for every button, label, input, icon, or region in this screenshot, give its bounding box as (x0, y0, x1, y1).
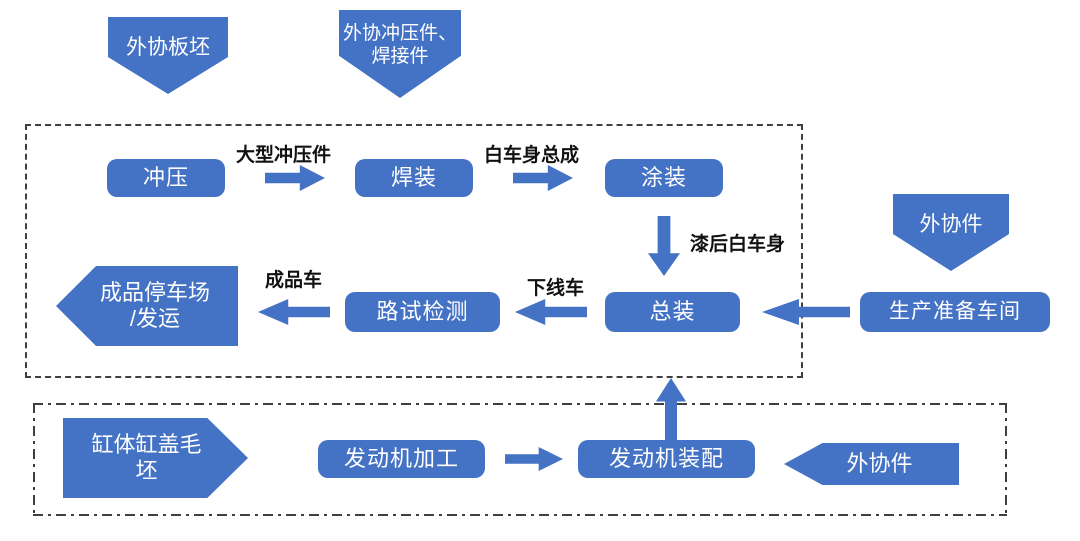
node-painting-label: 涂装 (640, 165, 687, 191)
caption-large-stampings: 大型冲压件 (236, 145, 332, 166)
node-stamping-label: 冲压 (142, 165, 189, 191)
node-road-test-label: 路试检测 (376, 299, 469, 325)
output-finished-vehicle-parking-label: 成品停车场 /发运 (99, 279, 210, 331)
caption-offline-car: 下线车 (527, 278, 585, 299)
node-painting[interactable]: 涂装 (605, 159, 723, 197)
input-outsourced-parts-bottom: 外协件 (784, 443, 959, 485)
caption-finished-car: 成品车 (265, 270, 323, 291)
node-final-assembly-label: 总装 (649, 299, 696, 325)
node-engine-assembly[interactable]: 发动机装配 (578, 440, 755, 478)
output-finished-vehicle-parking: 成品停车场 /发运 (56, 266, 238, 346)
input-outsourced-stamping-welding: 外协冲压件、 焊接件 (339, 10, 461, 98)
node-stamping[interactable]: 冲压 (107, 159, 225, 197)
vehicle-shop-container (25, 124, 803, 378)
node-road-test[interactable]: 路试检测 (345, 292, 500, 332)
input-outsourced-parts-right: 外协件 (893, 194, 1009, 271)
node-engine-machining-label: 发动机加工 (343, 446, 459, 472)
node-final-assembly[interactable]: 总装 (605, 292, 740, 332)
input-cylinder-blank: 缸体缸盖毛 坯 (63, 418, 248, 498)
input-outsourced-parts-right-label: 外协件 (919, 212, 983, 236)
node-welding-label: 焊装 (390, 165, 437, 191)
input-outsourced-parts-bottom-label: 外协件 (846, 450, 913, 476)
input-cylinder-blank-label: 缸体缸盖毛 坯 (91, 431, 202, 483)
input-outsourced-blank-label: 外协板坯 (126, 35, 210, 59)
node-welding[interactable]: 焊装 (355, 159, 473, 197)
input-outsourced-blank: 外协板坯 (108, 17, 228, 94)
node-engine-assembly-label: 发动机装配 (608, 446, 724, 472)
input-outsourced-stamping-welding-label: 外协冲压件、 焊接件 (342, 23, 457, 67)
node-production-prep[interactable]: 生产准备车间 (860, 292, 1050, 332)
caption-painted-body: 漆后白车身 (690, 234, 786, 255)
node-engine-machining[interactable]: 发动机加工 (318, 440, 485, 478)
caption-body-in-white: 白车身总成 (484, 145, 580, 166)
node-production-prep-label: 生产准备车间 (889, 299, 1021, 323)
